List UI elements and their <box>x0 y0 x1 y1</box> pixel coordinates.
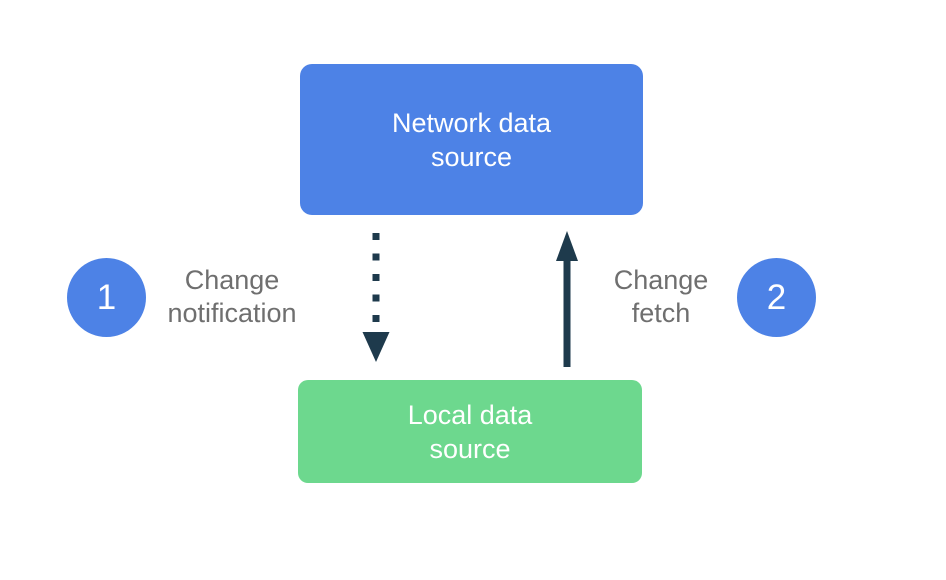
local-data-source-box: Local data source <box>298 380 642 483</box>
solid-arrow-head <box>556 231 578 261</box>
step-1-number: 1 <box>96 277 117 317</box>
local-box-label-line2: source <box>429 433 511 464</box>
step-2-number: 2 <box>766 277 787 317</box>
change-fetch-label-line2: fetch <box>631 298 691 328</box>
step-1-badge: 1 <box>67 258 146 337</box>
change-notification-label-line2: notification <box>167 298 297 328</box>
network-box-label-line1: Network data <box>391 107 552 138</box>
network-box-label-line2: source <box>430 141 513 172</box>
change-notification-label-line1: Change <box>184 265 280 295</box>
solid-arrow-shaft <box>563 258 571 367</box>
change-fetch-arrow-icon <box>556 231 578 367</box>
local-box-label-line1: Local data <box>407 399 533 430</box>
change-fetch-label-line1: Change <box>613 265 709 295</box>
network-data-source-box: Network data source <box>300 64 643 215</box>
step-2-badge: 2 <box>737 258 816 337</box>
change-notification-arrow-icon <box>362 233 390 362</box>
change-fetch-label: Change fetch <box>578 264 744 330</box>
change-notification-label: Change notification <box>143 264 321 330</box>
dotted-arrow-head <box>362 332 390 362</box>
